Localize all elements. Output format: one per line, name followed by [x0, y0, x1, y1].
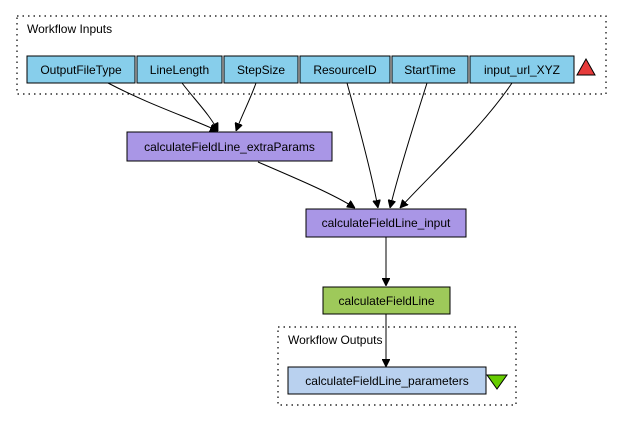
edge-input-url-to-input: [400, 82, 513, 208]
input-node-output-file-type[interactable]: OutputFileType: [26, 55, 136, 84]
input-label-start-time: StartTime: [404, 63, 456, 77]
workflow-outputs-label: Workflow Outputs: [288, 333, 382, 347]
workflow-inputs-cluster: [16, 15, 607, 95]
inputs-port-triangle-icon: [576, 57, 596, 76]
input-label-resource-id: ResourceID: [313, 63, 377, 77]
output-node-calculate-field-line-parameters[interactable]: calculateFieldLine_parameters: [287, 366, 487, 395]
outputs-port-triangle-icon: [486, 374, 508, 390]
processor-label-main: calculateFieldLine: [338, 294, 434, 308]
workflow-inputs-label: Workflow Inputs: [27, 22, 112, 36]
input-label-step-size: StepSize: [237, 63, 285, 77]
input-label-output-file-type: OutputFileType: [40, 63, 122, 77]
output-label-calculate-field-line-parameters: calculateFieldLine_parameters: [305, 374, 468, 388]
input-node-start-time[interactable]: StartTime: [391, 55, 469, 84]
edge-step-size-to-extra-params: [236, 82, 257, 131]
input-node-line-length[interactable]: LineLength: [136, 55, 223, 84]
edge-line-length-to-extra-params: [181, 82, 219, 131]
edge-resource-id-to-input: [346, 82, 378, 208]
processor-node-input[interactable]: calculateFieldLine_input: [305, 208, 467, 238]
edge-start-time-to-input: [390, 82, 428, 208]
input-label-input-url-xyz: input_url_XYZ: [484, 63, 560, 77]
workflow-outputs-cluster: [277, 326, 517, 406]
processor-node-extra-params[interactable]: calculateFieldLine_extraParams: [126, 131, 333, 162]
input-node-input-url-xyz[interactable]: input_url_XYZ: [469, 55, 575, 84]
input-label-line-length: LineLength: [150, 63, 209, 77]
processor-node-main[interactable]: calculateFieldLine: [322, 286, 451, 315]
input-node-resource-id[interactable]: ResourceID: [299, 55, 391, 84]
processor-label-input: calculateFieldLine_input: [322, 216, 451, 230]
edge-extra-params-to-input: [257, 161, 355, 208]
edge-output-file-type-to-extra-params: [107, 82, 218, 131]
input-node-step-size[interactable]: StepSize: [223, 55, 299, 84]
processor-label-extra-params: calculateFieldLine_extraParams: [144, 140, 315, 154]
